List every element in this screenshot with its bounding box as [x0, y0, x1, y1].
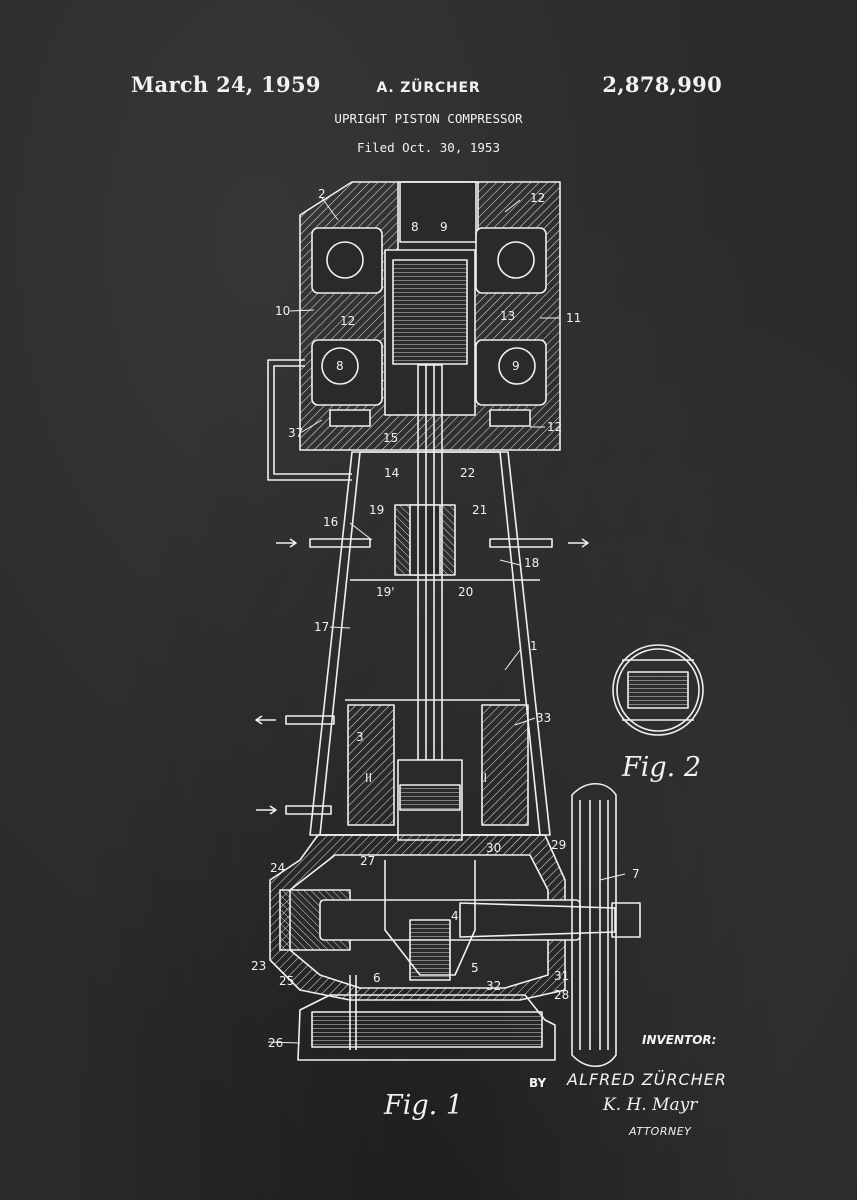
ref-1: 1: [530, 639, 538, 653]
ref-4: 4: [451, 909, 459, 923]
ref-16: 16: [323, 515, 338, 529]
cylinder-head: [299, 181, 561, 451]
ref-23: 23: [251, 959, 266, 973]
ref-13: 13: [500, 309, 515, 323]
ref-31: 31: [554, 969, 569, 983]
ref-12-right: 12: [547, 420, 562, 434]
crankcase: [269, 834, 641, 1050]
ref-15: 15: [383, 431, 398, 445]
ref-24: 24: [270, 861, 285, 875]
compressor-frame: [309, 451, 551, 836]
attorney-signature: K. H. Mayr: [603, 1095, 698, 1115]
ref-10: 10: [275, 304, 290, 318]
ref-25: 25: [279, 974, 294, 988]
oil-sump: [297, 994, 556, 1061]
ref-11: 11: [566, 311, 581, 325]
ref-19: 19: [369, 503, 384, 517]
patent-title: UPRIGHT PISTON COMPRESSOR: [334, 111, 523, 126]
ref-29: 29: [551, 838, 566, 852]
ref-27: 27: [360, 854, 375, 868]
ref-3: 3: [356, 730, 364, 744]
ref-22: 22: [460, 466, 475, 480]
ref-II-right: II: [480, 771, 487, 785]
ref-12-mid: 12: [340, 314, 355, 328]
bypass-pipe: [267, 359, 352, 481]
inventor-label: INVENTOR:: [642, 1033, 717, 1047]
ref-26: 26: [268, 1036, 283, 1050]
ref-18: 18: [524, 556, 539, 570]
ref-33: 33: [536, 711, 551, 725]
ref-17: 17: [314, 620, 329, 634]
ref-9: 9: [440, 220, 448, 234]
fig2-label: Fig. 2: [621, 752, 701, 783]
fig2-detail: [612, 644, 704, 736]
ref-37: 37: [288, 426, 303, 440]
patent-number: 2,878,990: [602, 72, 722, 97]
ref-28: 28: [554, 988, 569, 1002]
ref-12-top: 12: [530, 191, 545, 205]
ref-30: 30: [486, 841, 501, 855]
ref-2: 2: [318, 187, 326, 201]
filed-date: Filed Oct. 30, 1953: [357, 140, 500, 155]
ref-6: 6: [373, 971, 381, 985]
leader-lines: [267, 197, 626, 1044]
ref-20: 20: [458, 585, 473, 599]
ref-19-prime: 19': [376, 585, 395, 599]
reference-numerals: 2 8 9 12 10 12 13 11 8 9 37 15 12 14 22 …: [251, 187, 640, 1050]
ref-32: 32: [486, 979, 501, 993]
ref-21: 21: [472, 503, 487, 517]
ref-8-lower: 8: [336, 359, 344, 373]
ref-5: 5: [471, 961, 479, 975]
side-pipes: [255, 538, 589, 815]
ref-7: 7: [632, 867, 640, 881]
fig1-label: Fig. 1: [383, 1090, 463, 1121]
ref-14: 14: [384, 466, 399, 480]
ref-9-lower: 9: [512, 359, 520, 373]
patent-date: March 24, 1959: [131, 72, 321, 97]
by-label: BY: [529, 1076, 547, 1090]
attorney-label: ATTORNEY: [629, 1125, 692, 1138]
inventor-heading: A. ZÜRCHER: [376, 80, 481, 96]
crosshead: [347, 704, 529, 841]
ref-II-left: II: [365, 771, 372, 785]
inventor-name: ALFRED ZÜRCHER: [567, 1070, 727, 1089]
ref-8: 8: [411, 220, 419, 234]
pulley: [571, 782, 617, 1068]
